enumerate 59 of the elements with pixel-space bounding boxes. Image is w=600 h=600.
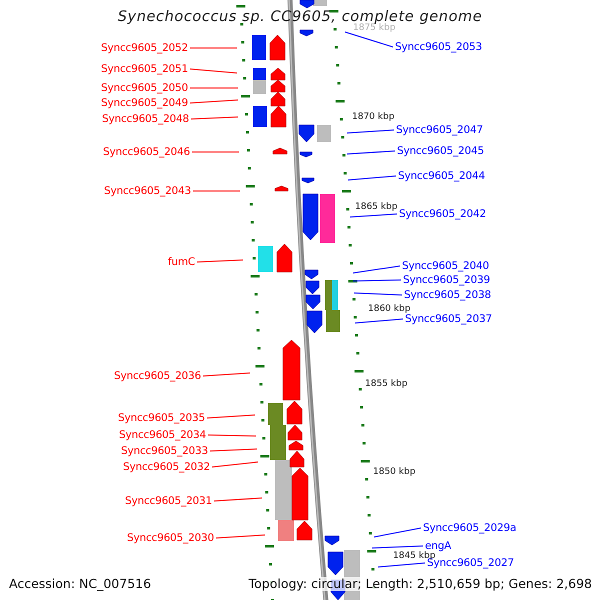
leader-line (374, 528, 422, 538)
gene-label: Syncc9605_2048 (102, 113, 189, 125)
gene-label: Syncc9605_2036 (114, 370, 201, 382)
gene-label: Syncc9605_2029a (423, 522, 516, 534)
leader-line (378, 562, 426, 568)
leader-line (216, 534, 266, 538)
accession-text: Accession: NC_007516 (9, 577, 152, 591)
gene-label: Syncc9605_2047 (396, 124, 483, 136)
scale-label: 1860 kbp (368, 304, 410, 314)
leader-line (352, 280, 402, 282)
leader-line (210, 448, 258, 452)
gene-label: Syncc9605_2032 (123, 461, 210, 473)
leader-line (208, 434, 256, 436)
scale-label: 1875 kbp (353, 23, 396, 33)
scale-label: 1865 kbp (355, 202, 398, 212)
gene-label: Syncc9605_2050 (101, 82, 188, 94)
gene-label: Syncc9605_2044 (398, 170, 485, 182)
genome-summary-text: Topology: circular; Length: 2,510,659 bp; Genes: 2,698 (248, 577, 592, 591)
gene-label: Syncc9605_2035 (118, 412, 205, 424)
leader-line (202, 372, 250, 376)
gene-label: Syncc9605_2031 (125, 495, 212, 507)
leader-line (352, 266, 400, 274)
gene-label: Syncc9605_2039 (403, 274, 490, 286)
leader-line (206, 414, 256, 418)
leader-line (354, 318, 404, 324)
gene-label: Syncc9605_2042 (399, 208, 486, 220)
gene-label: Syncc9605_2030 (127, 532, 214, 544)
leader-line (344, 32, 394, 48)
leader-line (196, 260, 244, 262)
leader-line (348, 176, 396, 180)
leader-line (346, 130, 394, 134)
scale-label: 1850 kbp (373, 467, 416, 477)
leader-line (190, 100, 238, 104)
gene-label: Syncc9605_2053 (395, 41, 482, 53)
leader-line (212, 462, 258, 468)
gene-label: engA (425, 540, 452, 552)
gene-label: Syncc9605_2037 (405, 313, 492, 325)
gene-label: Syncc9605_2045 (397, 145, 484, 157)
leader-line (190, 68, 238, 74)
leader-line (214, 498, 262, 502)
leader-line (354, 292, 402, 296)
title: Synechococcus sp. CC9605, complete genome (116, 9, 484, 25)
scale-label: 1855 kbp (365, 379, 408, 389)
gene-label: Syncc9605_2049 (101, 97, 188, 109)
gene-label: Syncc9605_2040 (402, 260, 489, 272)
leader-line (192, 190, 240, 192)
leader-line (372, 546, 424, 548)
gene-label: Syncc9605_2043 (104, 185, 191, 197)
scale-label: 1870 kbp (352, 112, 394, 122)
gene-label: Syncc9605_2034 (119, 429, 206, 441)
gene-label: fumC (168, 256, 195, 268)
leader-line (346, 150, 396, 154)
gene-label: Syncc9605_2033 (121, 445, 208, 457)
leader-line (350, 214, 398, 218)
gene-label: Syncc9605_2038 (404, 289, 491, 301)
gene-label: Syncc9605_2051 (101, 63, 188, 75)
leader-line (190, 116, 238, 120)
gene-label: Syncc9605_2046 (103, 146, 190, 158)
gene-label: Syncc9605_2052 (101, 42, 188, 54)
